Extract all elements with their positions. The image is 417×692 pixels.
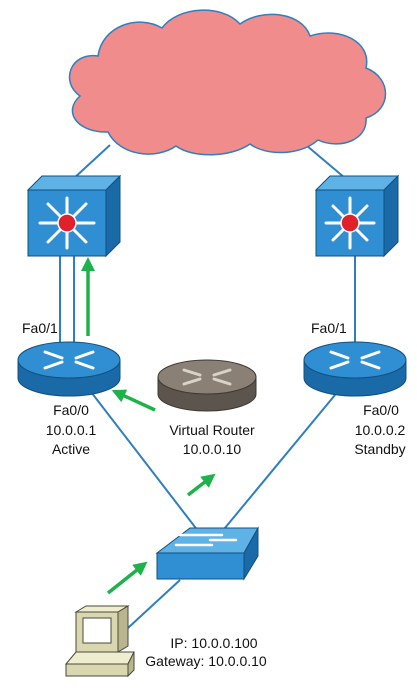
- traffic-arrows: [81, 257, 216, 595]
- multilayer-switch-right: [314, 174, 400, 258]
- multilayer-switch-left: [26, 174, 122, 258]
- arrow-from-access-switch: [186, 473, 216, 497]
- right-router-lower-interface-label: Fa0/0: [363, 402, 399, 418]
- right-router-ip-label: 10.0.0.2: [354, 422, 406, 438]
- access-switch: [155, 526, 259, 581]
- host-ip-label: IP: 10.0.0.100: [170, 635, 258, 651]
- link-left-router-access-switch: [87, 387, 206, 541]
- link-cloud-left-switch: [71, 144, 111, 181]
- left-router-lower-interface-label: Fa0/0: [53, 402, 89, 418]
- host-gateway-label: Gateway: 10.0.0.10: [145, 653, 267, 669]
- left-router-ip-label: 10.0.0.1: [45, 422, 97, 438]
- router-left: [17, 341, 121, 397]
- right-router-role-label: Standby: [354, 441, 406, 457]
- router-right: [303, 341, 407, 397]
- monitor-screen: [82, 617, 112, 644]
- left-router-upper-interface-label: Fa0/1: [22, 320, 58, 336]
- virtual-router-ip-label: 10.0.0.10: [182, 441, 242, 457]
- internet-cloud: [68, 9, 387, 156]
- virtual-router-label: Virtual Router: [169, 422, 255, 438]
- right-router-upper-interface-label: Fa0/1: [311, 320, 347, 336]
- left-router-role-label: Active: [51, 441, 91, 457]
- arrow-to-left-router: [111, 389, 156, 412]
- virtual-router: [157, 359, 257, 412]
- host-computer: [64, 605, 135, 678]
- arrow-from-host: [106, 561, 148, 595]
- link-right-router-access-switch: [214, 394, 336, 541]
